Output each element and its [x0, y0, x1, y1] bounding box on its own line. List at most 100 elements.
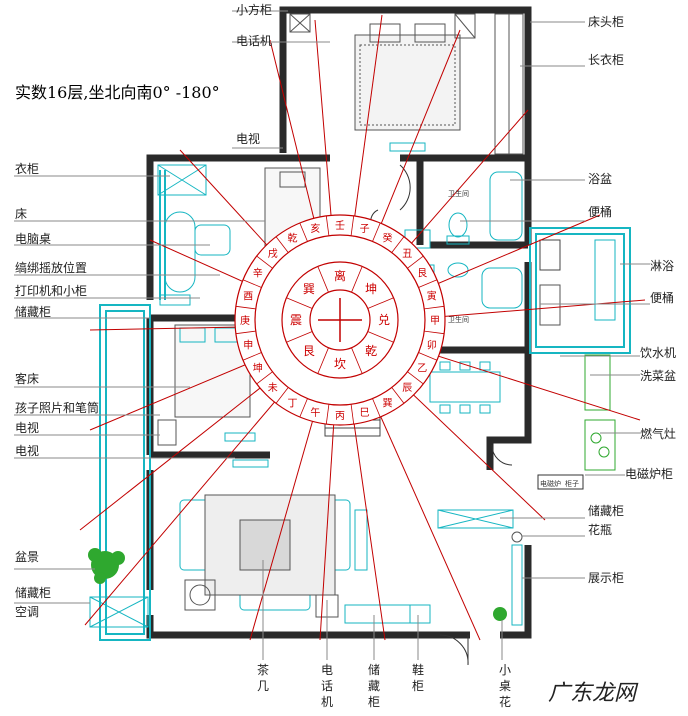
- label-vase: 花瓶: [588, 522, 612, 537]
- label-gas-stove: 燃气灶: [640, 426, 676, 441]
- compass-inner-spoke: [286, 331, 313, 343]
- label-sink: 洗菜盆: [640, 369, 676, 383]
- compass-spoke: [424, 305, 445, 310]
- compass-ring-label: 寅: [427, 289, 437, 302]
- label-bonsai: 盆景: [15, 550, 39, 564]
- compass-ring-label: 申: [243, 339, 253, 352]
- compass-spoke: [242, 352, 262, 361]
- compass-inner-label: 震: [290, 313, 302, 327]
- compass-spoke: [275, 236, 289, 253]
- leader-lines: [14, 10, 650, 660]
- compass-spoke: [350, 404, 355, 425]
- compass-ring-label: 癸: [383, 232, 393, 245]
- label-long-wardrobe: 长衣柜: [588, 52, 624, 67]
- compass-spoke: [235, 330, 256, 335]
- label-induction: 电磁炉柜: [625, 466, 673, 481]
- compass-spoke: [407, 255, 424, 269]
- label-phone: 电话机: [236, 34, 272, 48]
- compass-inner-spoke: [351, 266, 363, 293]
- compass-inner-spoke: [286, 297, 313, 309]
- room-tag-kitchen-1: 电磁炉: [540, 479, 561, 488]
- compass-spoke: [299, 398, 308, 418]
- label-bottom-phone_b: 电: [321, 663, 333, 677]
- label-computer-desk: 电脑桌: [15, 232, 51, 246]
- compass-spoke: [391, 236, 405, 253]
- label-guest-bed: 客床: [15, 371, 39, 386]
- compass-inner-label: 乾: [365, 344, 377, 358]
- compass-spoke: [418, 279, 438, 288]
- label-bottom-small_table: 花: [499, 694, 511, 709]
- compass-ring-label: 午: [310, 406, 320, 419]
- compass-ring-label: 辰: [402, 382, 412, 394]
- label-bottom-shoe: 柜: [412, 679, 424, 693]
- compass-ring-label: 坤: [253, 362, 263, 375]
- label-storage-2: 储藏柜: [15, 585, 51, 600]
- room-tag-kitchen-2: 柜子: [565, 479, 579, 488]
- label-bottom-storage_b: 储: [368, 662, 380, 677]
- compass-ring-label: 未: [268, 382, 278, 394]
- compass-spoke: [235, 305, 256, 310]
- label-water-dispenser: 饮水机: [640, 346, 676, 360]
- label-bottom-small_table: 桌: [499, 679, 511, 693]
- label-small-cabinet: 小方柜: [236, 2, 272, 17]
- compass-inner-label: 巽: [303, 282, 315, 296]
- room-tag-bath-2: 卫生间: [448, 315, 469, 324]
- label-tv-2: 电视: [15, 443, 39, 458]
- compass-ring-label: 辛: [253, 267, 263, 280]
- compass-ring-label: 酉: [243, 291, 253, 302]
- watermark: 广东龙网: [548, 681, 639, 706]
- label-bottom-tea: 茶: [257, 662, 269, 677]
- compass-spoke: [275, 387, 289, 404]
- page-title: 实数16层,坐北向南0° -180°: [15, 83, 220, 102]
- compass-spoke: [424, 330, 445, 335]
- label-tv-1: 电视: [15, 420, 39, 435]
- compass-spoke: [325, 404, 330, 425]
- label-bedside: 床头柜: [588, 15, 624, 29]
- compass: [234, 214, 446, 426]
- label-bottom-phone_b: 话: [321, 679, 333, 693]
- label-bathtub: 浴盆: [588, 172, 612, 186]
- compass-ring-label: 庚: [240, 314, 250, 327]
- compass-inner-label: 坤: [365, 281, 377, 296]
- label-bottom-storage_b: 柜: [368, 695, 380, 709]
- compass-ring-label: 壬: [335, 220, 345, 232]
- compass-spoke: [372, 222, 381, 242]
- label-display-cabinet: 展示柜: [588, 571, 624, 585]
- compass-inner-spoke: [367, 297, 394, 309]
- compass-spoke: [350, 215, 355, 236]
- compass-spoke: [407, 371, 424, 385]
- label-printer: 打印机和小柜: [15, 284, 87, 298]
- compass-spoke: [418, 352, 438, 361]
- label-tv-top: 电视: [236, 131, 260, 146]
- label-bottom-phone_b: 机: [321, 695, 333, 709]
- compass-inner-label: 兑: [378, 313, 390, 327]
- compass-ring-label: 子: [360, 223, 370, 235]
- compass-ring-label: 乙: [417, 363, 427, 375]
- compass-ring-label: 丙: [335, 411, 345, 422]
- compass-spoke: [256, 255, 273, 269]
- label-toilet-2: 便桶: [650, 290, 674, 305]
- compass-inner-spoke: [351, 347, 363, 374]
- compass-spoke: [325, 215, 330, 236]
- compass-spokes: [235, 215, 445, 425]
- compass-ring-label: 巽: [383, 397, 393, 409]
- compass-ring-label: 乾: [288, 232, 298, 245]
- compass-spoke: [242, 279, 262, 288]
- label-bottom-tea: 几: [257, 679, 269, 693]
- compass-ring-label: 甲: [430, 316, 440, 327]
- label-ac: 空调: [15, 605, 39, 619]
- label-bed: 床: [15, 207, 27, 221]
- label-wardrobe: 衣柜: [15, 161, 39, 176]
- label-photos: 孩子照片和笔筒: [15, 400, 99, 415]
- compass-inner-spoke: [317, 347, 329, 374]
- compass-ring-label: 丑: [402, 249, 412, 260]
- compass-ring-label: 艮: [417, 268, 427, 280]
- compass-spoke: [256, 371, 273, 385]
- compass-spoke: [372, 398, 381, 418]
- label-toilet: 便桶: [588, 204, 612, 219]
- compass-ring-label: 戌: [268, 247, 278, 260]
- label-bottom-shoe: 鞋: [412, 662, 424, 677]
- label-storage: 储藏柜: [15, 304, 51, 319]
